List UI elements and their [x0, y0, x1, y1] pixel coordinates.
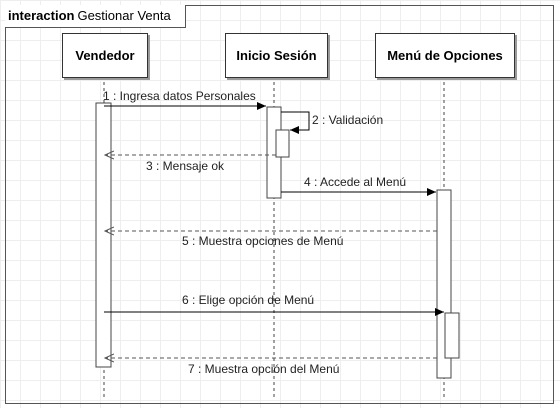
message-label-5: 5 : Muestra opciones de Menú — [182, 234, 344, 248]
message-label-7: 7 : Muestra opción del Menú — [188, 362, 340, 376]
activation-inicio-sesion-self — [275, 129, 290, 158]
interaction-frame — [5, 5, 554, 404]
lifeline-inicio-sesion: Inicio Sesión — [225, 33, 328, 78]
frame-keyword: interaction — [8, 8, 75, 23]
message-label-2: 2 : Validación — [312, 113, 384, 127]
message-label-1: 1 : Ingresa datos Personales — [103, 89, 256, 103]
lifeline-menu-opciones: Menú de Opciones — [375, 33, 515, 78]
lifeline-inicio-sesion-label: Inicio Sesión — [236, 48, 317, 63]
lifeline-menu-opciones-label: Menú de Opciones — [387, 48, 503, 63]
message-label-3: 3 : Mensaje ok — [146, 159, 225, 173]
message-label-4: 4 : Accede al Menú — [304, 175, 407, 189]
message-label-6: 6 : Elige opción de Menú — [182, 293, 315, 307]
activation-menu-opciones-nested — [444, 312, 460, 359]
message-arrow-2 — [281, 111, 310, 134]
lifeline-vendedor: Vendedor — [62, 33, 148, 78]
lifeline-vendedor-label: Vendedor — [75, 48, 135, 63]
activation-vendedor — [95, 102, 112, 368]
frame-name: Gestionar Venta — [77, 8, 171, 23]
